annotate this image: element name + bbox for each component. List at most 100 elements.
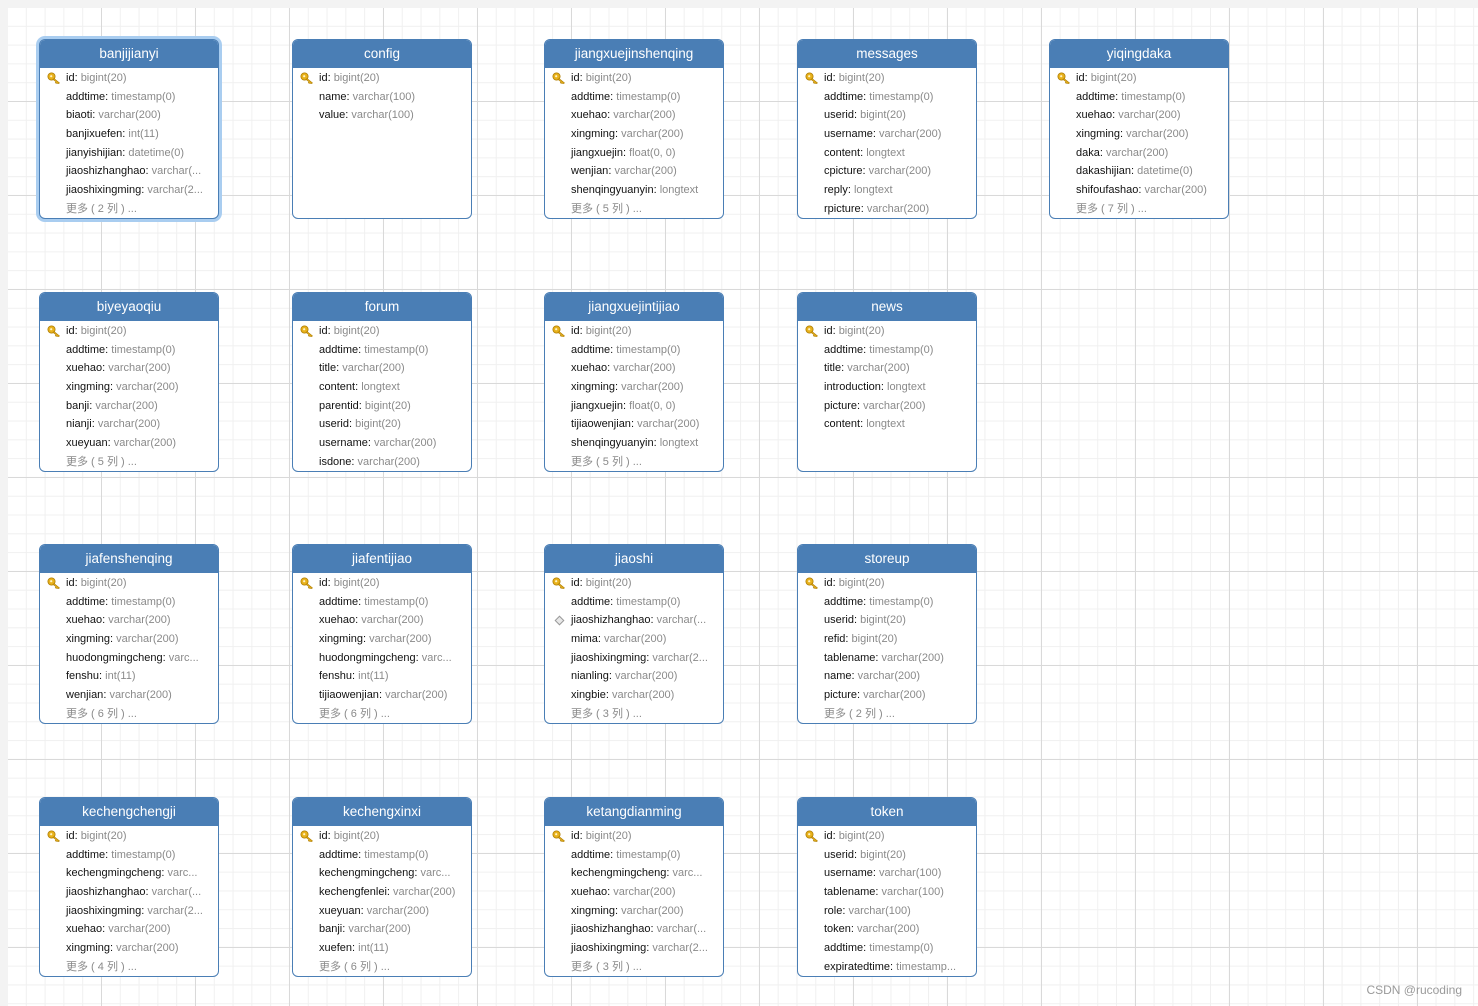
more-columns-link[interactable]: 更多 ( 7 列 ) ...: [1076, 202, 1147, 215]
column-row[interactable]: wenjian: varchar(200): [545, 162, 723, 181]
column-row[interactable]: xuehao: varchar(200): [1050, 106, 1228, 125]
column-row[interactable]: xingming: varchar(200): [40, 939, 218, 958]
column-row[interactable]: tijiaowenjian: varchar(200): [545, 415, 723, 434]
column-row[interactable]: addtime: timestamp(0): [293, 846, 471, 865]
column-row[interactable]: xuehao: varchar(200): [545, 106, 723, 125]
column-row[interactable]: dakashijian: datetime(0): [1050, 162, 1228, 181]
more-columns-link[interactable]: 更多 ( 2 列 ) ...: [824, 707, 895, 720]
column-row[interactable]: xuehao: varchar(200): [545, 883, 723, 902]
column-row[interactable]: addtime: timestamp(0): [545, 88, 723, 107]
column-row[interactable]: id: bigint(20): [293, 69, 471, 88]
column-row[interactable]: huodongmingcheng: varc...: [293, 649, 471, 668]
column-row[interactable]: id: bigint(20): [40, 827, 218, 846]
column-row[interactable]: banji: varchar(200): [293, 920, 471, 939]
column-row[interactable]: xuehao: varchar(200): [40, 359, 218, 378]
column-row[interactable]: username: varchar(200): [293, 434, 471, 453]
column-row[interactable]: title: varchar(200): [293, 359, 471, 378]
column-row[interactable]: id: bigint(20): [798, 69, 976, 88]
column-row[interactable]: expiratedtime: timestamp...: [798, 958, 976, 976]
column-row[interactable]: jiaoshixingming: varchar(2...: [545, 649, 723, 668]
column-row[interactable]: xuefen: int(11): [293, 939, 471, 958]
column-row[interactable]: xingming: varchar(200): [40, 630, 218, 649]
column-row[interactable]: userid: bigint(20): [798, 106, 976, 125]
column-row[interactable]: id: bigint(20): [40, 574, 218, 593]
more-columns-link[interactable]: 更多 ( 5 列 ) ...: [571, 202, 642, 215]
column-row[interactable]: addtime: timestamp(0): [1050, 88, 1228, 107]
column-row[interactable]: addtime: timestamp(0): [798, 939, 976, 958]
column-row[interactable]: picture: varchar(200): [798, 397, 976, 416]
column-row[interactable]: addtime: timestamp(0): [798, 593, 976, 612]
column-row[interactable]: shifoufashao: varchar(200): [1050, 181, 1228, 200]
column-row[interactable]: id: bigint(20): [40, 322, 218, 341]
column-row[interactable]: id: bigint(20): [798, 574, 976, 593]
column-row[interactable]: addtime: timestamp(0): [293, 593, 471, 612]
column-row[interactable]: jiaoshixingming: varchar(2...: [545, 939, 723, 958]
column-row[interactable]: addtime: timestamp(0): [798, 341, 976, 360]
column-row[interactable]: mima: varchar(200): [545, 630, 723, 649]
column-row[interactable]: userid: bigint(20): [293, 415, 471, 434]
column-row[interactable]: id: bigint(20): [40, 69, 218, 88]
column-row[interactable]: fenshu: int(11): [293, 667, 471, 686]
column-row[interactable]: jianyishijian: datetime(0): [40, 144, 218, 163]
more-columns-link[interactable]: 更多 ( 5 列 ) ...: [66, 455, 137, 468]
column-row[interactable]: addtime: timestamp(0): [40, 593, 218, 612]
column-row[interactable]: username: varchar(100): [798, 864, 976, 883]
column-row[interactable]: xingming: varchar(200): [545, 125, 723, 144]
column-row[interactable]: addtime: timestamp(0): [545, 341, 723, 360]
more-columns-link[interactable]: 更多 ( 2 列 ) ...: [66, 202, 137, 215]
column-row[interactable]: id: bigint(20): [545, 69, 723, 88]
column-row[interactable]: tablename: varchar(100): [798, 883, 976, 902]
column-row[interactable]: content: longtext: [293, 378, 471, 397]
column-row[interactable]: id: bigint(20): [798, 827, 976, 846]
column-row[interactable]: addtime: timestamp(0): [40, 88, 218, 107]
column-row[interactable]: username: varchar(200): [798, 125, 976, 144]
more-columns-link[interactable]: 更多 ( 3 列 ) ...: [571, 707, 642, 720]
column-row[interactable]: jiaoshizhanghao: varchar(...: [40, 162, 218, 181]
column-row[interactable]: addtime: timestamp(0): [293, 341, 471, 360]
column-row[interactable]: content: longtext: [798, 415, 976, 434]
column-row[interactable]: nianling: varchar(200): [545, 667, 723, 686]
column-row[interactable]: xuehao: varchar(200): [40, 611, 218, 630]
column-row[interactable]: parentid: bigint(20): [293, 397, 471, 416]
column-row[interactable]: addtime: timestamp(0): [40, 846, 218, 865]
column-row[interactable]: userid: bigint(20): [798, 611, 976, 630]
column-row[interactable]: userid: bigint(20): [798, 846, 976, 865]
column-row[interactable]: xingbie: varchar(200): [545, 686, 723, 705]
column-row[interactable]: xingming: varchar(200): [293, 630, 471, 649]
column-row[interactable]: xuehao: varchar(200): [293, 611, 471, 630]
column-row[interactable]: jiangxuejin: float(0, 0): [545, 144, 723, 163]
column-row[interactable]: title: varchar(200): [798, 359, 976, 378]
column-row[interactable]: xingming: varchar(200): [545, 378, 723, 397]
column-row[interactable]: fenshu: int(11): [40, 667, 218, 686]
column-row[interactable]: xuehao: varchar(200): [545, 359, 723, 378]
column-row[interactable]: addtime: timestamp(0): [40, 341, 218, 360]
column-row[interactable]: jiaoshixingming: varchar(2...: [40, 902, 218, 921]
column-row[interactable]: daka: varchar(200): [1050, 144, 1228, 163]
column-row[interactable]: huodongmingcheng: varc...: [40, 649, 218, 668]
column-row[interactable]: id: bigint(20): [293, 322, 471, 341]
more-columns-link[interactable]: 更多 ( 6 列 ) ...: [319, 707, 390, 720]
column-row[interactable]: id: bigint(20): [1050, 69, 1228, 88]
column-row[interactable]: name: varchar(100): [293, 88, 471, 107]
column-row[interactable]: banjixuefen: int(11): [40, 125, 218, 144]
column-row[interactable]: kechengmingcheng: varc...: [293, 864, 471, 883]
more-columns-link[interactable]: 更多 ( 6 列 ) ...: [66, 707, 137, 720]
column-row[interactable]: refid: bigint(20): [798, 630, 976, 649]
column-row[interactable]: id: bigint(20): [545, 574, 723, 593]
column-row[interactable]: xingming: varchar(200): [1050, 125, 1228, 144]
column-row[interactable]: rpicture: varchar(200): [798, 200, 976, 218]
